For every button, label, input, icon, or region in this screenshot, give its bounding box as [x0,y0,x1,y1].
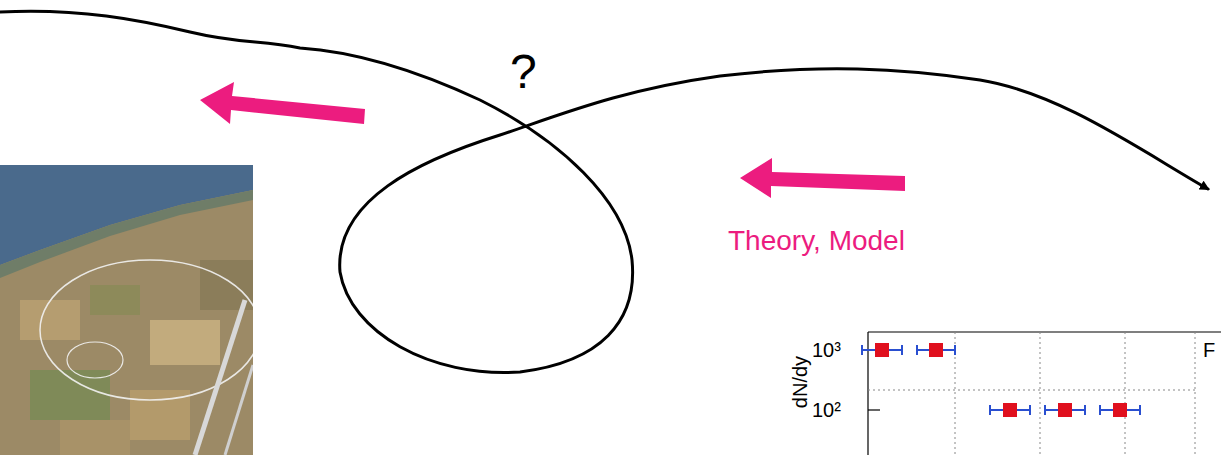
tick-label: 10³ [812,340,841,360]
tick-label: 10² [812,400,841,420]
aerial-photo [0,165,253,455]
pink-arrow [740,158,905,198]
annotation-text: Theory, Model [728,227,905,255]
axis-title: dN/dy [790,356,810,408]
hand-drawn-curve [0,11,1208,372]
legend-fragment: F [1203,340,1215,360]
pink-arrow [200,82,365,124]
chart-fragment [862,332,1221,455]
question-mark: ? [510,48,537,96]
